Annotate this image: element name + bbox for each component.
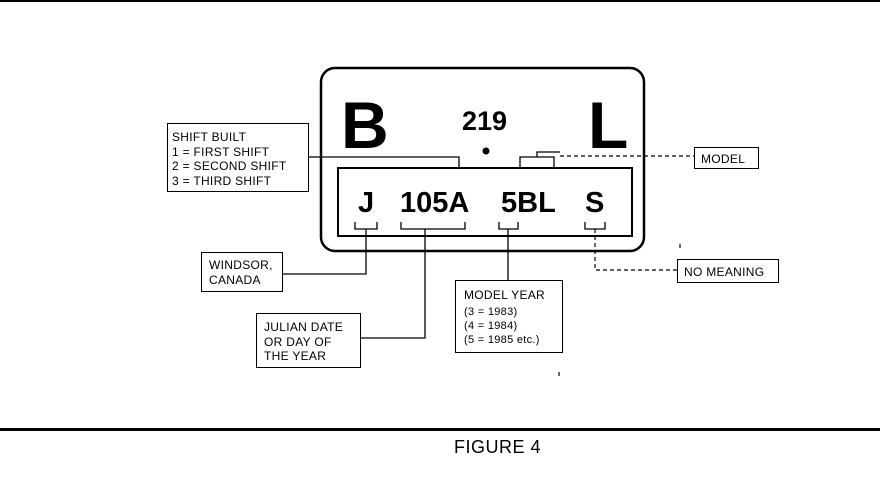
model-year-line-3: (5 = 1985 etc.): [464, 333, 540, 346]
no-meaning-label: NO MEANING: [684, 265, 765, 279]
code-105a: 105A: [400, 187, 469, 219]
figure-caption: FIGURE 4: [453, 437, 541, 457]
julian-date-line-1: JULIAN DATE: [264, 320, 344, 334]
plate-dot: [482, 147, 490, 155]
windsor-box: WINDSOR, CANADA: [201, 252, 283, 292]
shift-built-box: SHIFT BUILT 1 = FIRST SHIFT 2 = SECOND S…: [167, 123, 309, 192]
model-year-line-2: (4 = 1984): [464, 319, 518, 332]
model-year-box: MODEL YEAR (3 = 1983) (4 = 1984) (5 = 19…: [455, 280, 563, 353]
shift-built-line-2: 2 = SECOND SHIFT: [172, 159, 287, 173]
plate-left-letter: B: [341, 88, 389, 162]
model-label: MODEL: [701, 152, 746, 166]
code-j: J: [358, 187, 374, 219]
windsor-line-1: WINDSOR,: [209, 258, 273, 272]
plate-right-letter: L: [588, 88, 628, 162]
dashed-leaders: [558, 155, 694, 376]
julian-date-box: JULIAN DATE OR DAY OF THE YEAR: [256, 313, 361, 368]
shift-built-line-1: 1 = FIRST SHIFT: [172, 144, 270, 159]
windsor-line-2: CANADA: [209, 272, 261, 287]
julian-date-line-3: THE YEAR: [264, 349, 327, 363]
code-s: S: [585, 187, 604, 219]
plate-number: 219: [462, 106, 507, 136]
tag-plate-outline: [319, 66, 646, 253]
code-5bl: 5BL: [501, 187, 556, 219]
model-box: MODEL: [694, 147, 759, 169]
top-rule: [0, 0, 880, 2]
model-year-title: MODEL YEAR: [464, 288, 546, 302]
shift-built-title: SHIFT BUILT: [172, 130, 247, 144]
code-brackets: [354, 222, 606, 230]
julian-date-line-2: OR DAY OF: [264, 334, 332, 349]
shift-built-line-3: 3 = THIRD SHIFT: [172, 173, 272, 188]
leader-lines: [282, 151, 560, 339]
model-year-line-1: (3 = 1983): [464, 305, 518, 318]
code-box-outline: [337, 167, 633, 237]
no-meaning-box: NO MEANING: [677, 259, 779, 283]
bottom-rule: [0, 428, 880, 431]
